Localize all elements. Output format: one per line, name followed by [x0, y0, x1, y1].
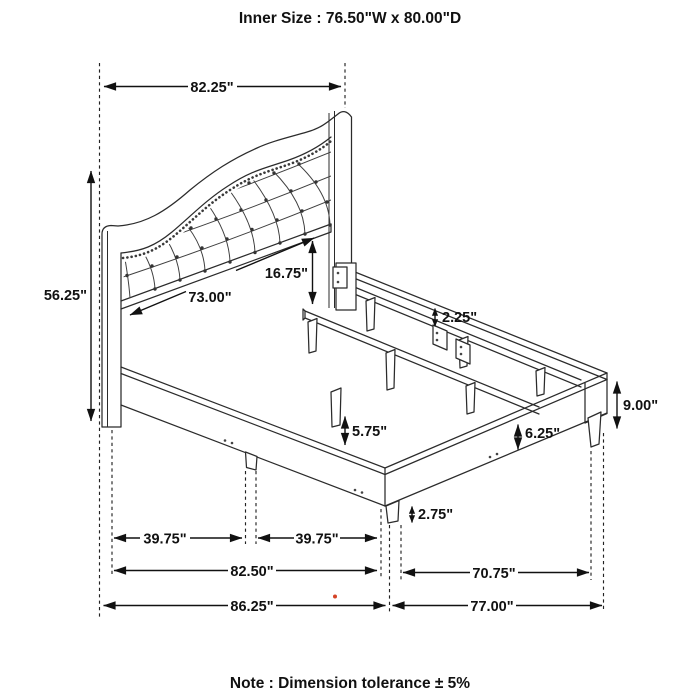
dim-headboard-width: 82.25": [103, 80, 342, 96]
dim-front-rail-segment-right: 39.75": [257, 532, 378, 548]
dim-foot-inner-width: 70.75": [402, 566, 590, 582]
dim-headboard-bottom-gap-label: 16.75": [265, 266, 308, 282]
dimensions: 82.25" 56.25" 73.00" 16.75" 2.25" 5.75": [44, 80, 658, 615]
red-dot-artifact: [333, 594, 337, 599]
nailhead-trim: [121, 139, 333, 260]
dim-side-rail-height-label: 6.25": [525, 426, 560, 442]
dim-headboard-bottom-gap: 16.75": [265, 240, 317, 305]
dim-headboard-width-label: 82.25": [190, 80, 233, 96]
dim-front-rail-segment-left-label: 39.75": [143, 532, 186, 548]
dim-frame-height: 9.00": [612, 381, 658, 429]
dim-slat-rail-thickness: 2.25": [431, 308, 477, 327]
headboard-left-post: [101, 252, 122, 428]
dim-foot-width-label: 77.00": [470, 599, 513, 615]
dim-foot-leg-height: 2.75": [408, 506, 453, 523]
dim-side-rail-height: 6.25": [513, 424, 560, 450]
bed-frame: [120, 267, 608, 524]
dim-slat-leg-height: 5.75": [340, 416, 387, 446]
dim-headboard-height-label: 56.25": [44, 288, 87, 304]
tufting-buttons: [125, 162, 332, 291]
dim-overall-length-label: 86.25": [230, 599, 273, 615]
dim-frame-height-label: 9.00": [623, 398, 658, 414]
slat-brackets: [432, 324, 471, 365]
headboard-bracket: [332, 262, 357, 311]
dim-overall-length: 86.25": [103, 599, 386, 615]
headboard-outline: [101, 110, 353, 428]
dim-headboard-inner-width: 73.00": [129, 237, 315, 316]
front-middle-leg: [244, 451, 258, 471]
rail-screw-dots: [223, 439, 499, 494]
foot-rail: [384, 372, 608, 507]
slat-rail-far: [344, 281, 582, 388]
dim-slat-rail-thickness-label: 2.25": [442, 310, 477, 326]
far-foot-leg: [587, 411, 602, 448]
dim-front-rail-segment-right-label: 39.75": [295, 532, 338, 548]
front-foot-leg: [385, 499, 400, 524]
page-title: Inner Size : 76.50"W x 80.00"D: [239, 10, 461, 27]
dim-foot-width: 77.00": [392, 599, 603, 615]
dim-headboard-height: 56.25": [44, 170, 96, 422]
dim-frame-length-label: 82.50": [230, 564, 273, 580]
slat-rail-near: [302, 308, 540, 415]
headboard-inner-border: [120, 136, 332, 254]
dim-front-rail-segment-left: 39.75": [113, 532, 243, 548]
dim-foot-inner-width-label: 70.75": [472, 566, 515, 582]
note-text: Note : Dimension tolerance ± 5%: [230, 675, 470, 692]
dim-foot-leg-height-label: 2.75": [418, 507, 453, 523]
dim-slat-leg-height-label: 5.75": [352, 424, 387, 440]
extension-lines: [98, 63, 605, 618]
dim-headboard-inner-width-label: 73.00": [188, 290, 231, 306]
slat-system: [302, 281, 582, 428]
dim-frame-length: 82.50": [113, 564, 378, 580]
headboard: [101, 110, 357, 428]
